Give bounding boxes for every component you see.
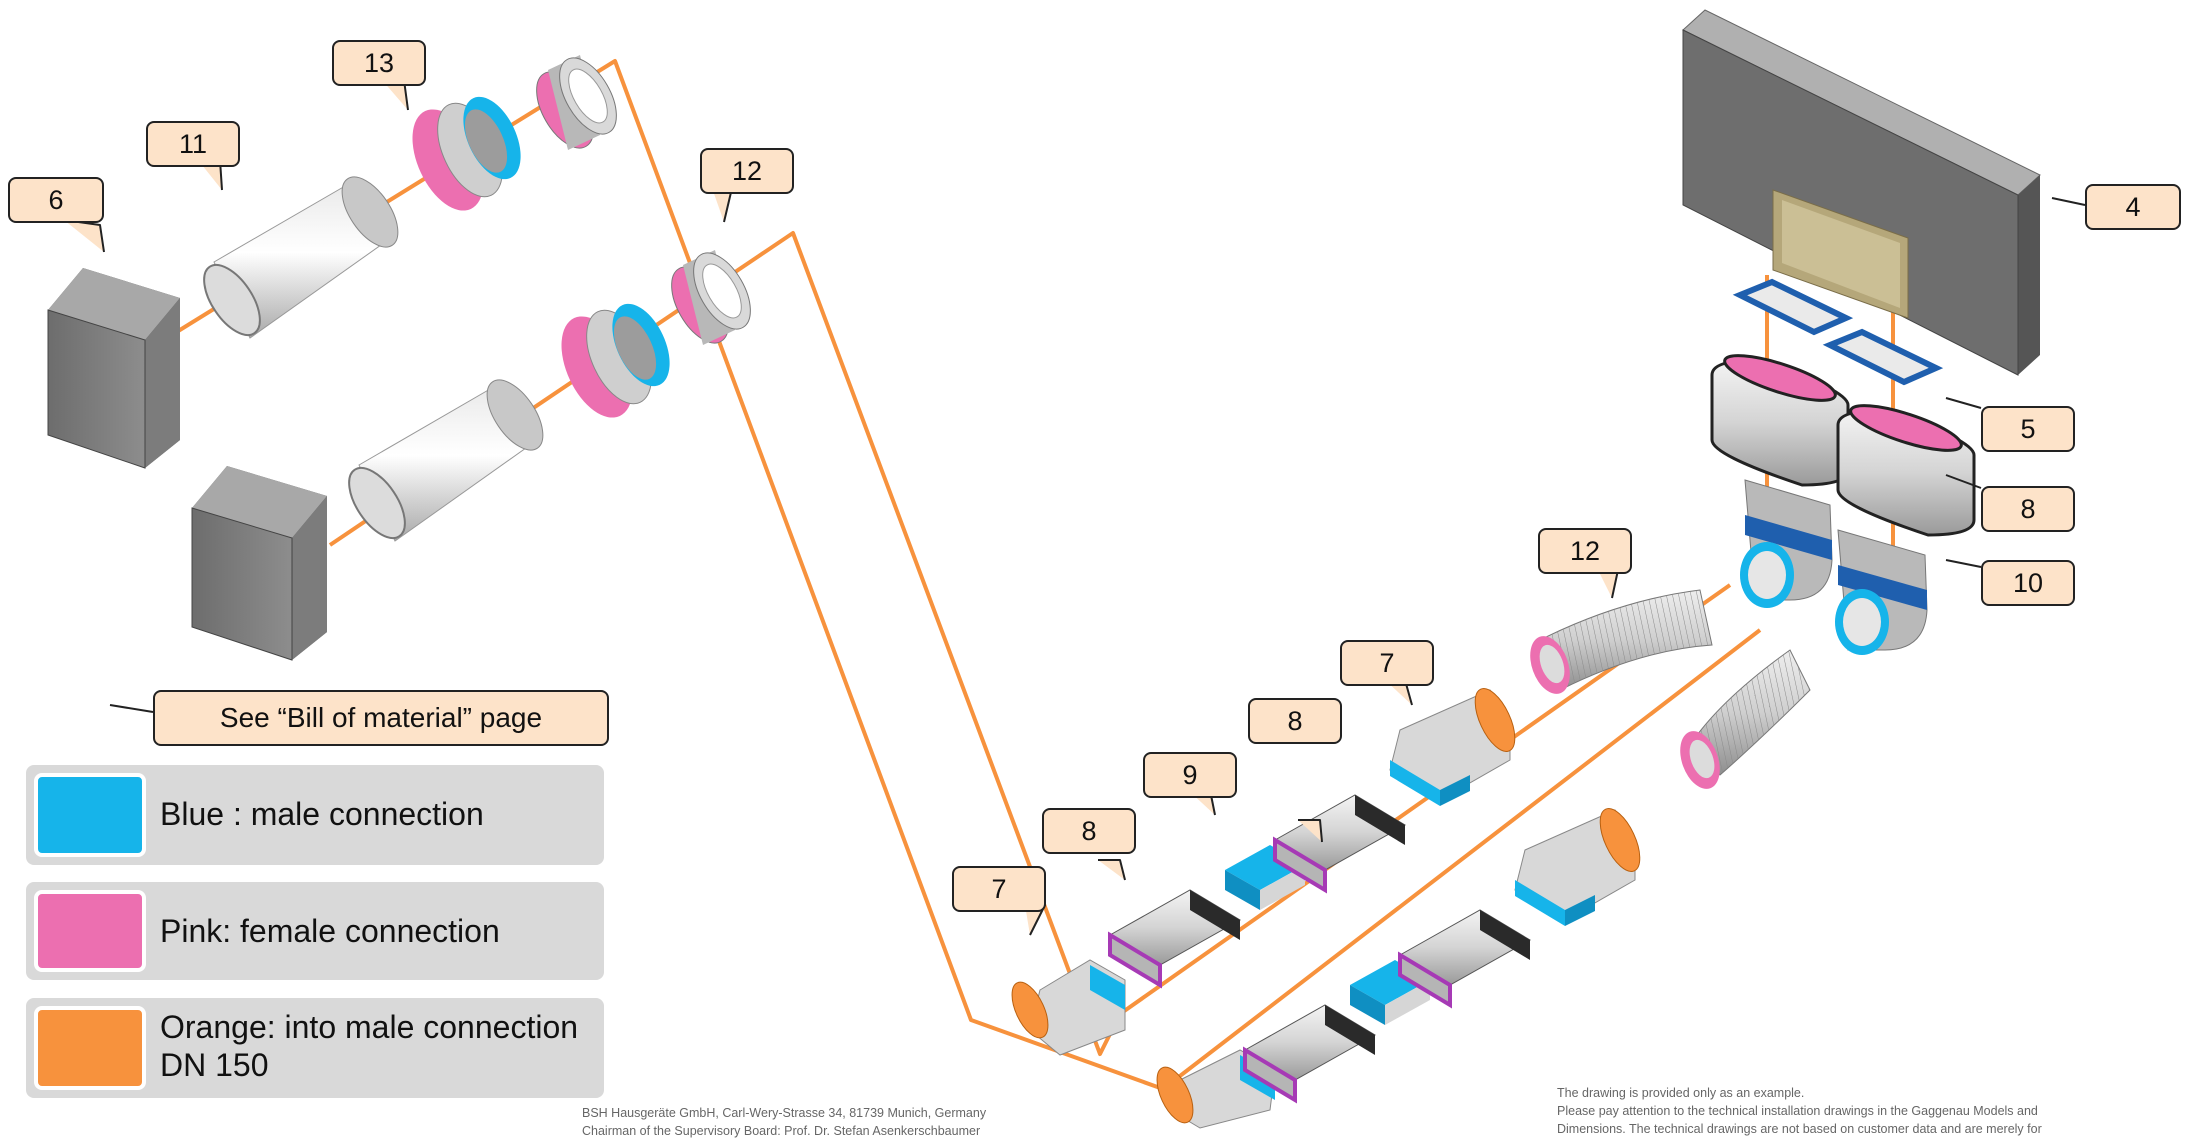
elbow-left xyxy=(1740,479,1833,608)
wall-box-lower xyxy=(191,466,327,661)
callout-6: 6 xyxy=(8,177,104,223)
flat-adapter-frames xyxy=(1732,278,1944,386)
orange-swatch xyxy=(34,1006,146,1090)
connector-ring-upper xyxy=(536,55,617,150)
flat-duct-a xyxy=(1108,889,1241,989)
male-swatch xyxy=(34,773,146,857)
female-swatch xyxy=(34,890,146,972)
callout-9: 9 xyxy=(1143,752,1237,798)
callout-8-lower: 8 xyxy=(1042,808,1136,854)
flat-duct-d xyxy=(1398,909,1531,1009)
flexible-duct-lower xyxy=(1680,649,1811,789)
legend-orange-label-2: DN 150 xyxy=(160,1047,269,1083)
flat-duct-b xyxy=(1273,794,1406,894)
footer-company-line-2: Chairman of the Supervisory Board: Prof.… xyxy=(582,1124,981,1138)
non-return-valve-upper xyxy=(412,96,521,211)
flexible-duct-upper xyxy=(1530,589,1713,694)
non-return-valve-lower xyxy=(561,303,670,418)
legend-male-label: Blue : male connection xyxy=(160,796,484,832)
elbow-right xyxy=(1835,529,1928,655)
footer-disclaimer-line-2: Please pay attention to the technical in… xyxy=(1557,1104,2038,1118)
callout-11: 11 xyxy=(146,121,240,167)
transition-piece-left-upper xyxy=(1011,959,1126,1056)
legend-orange: Orange: into male connection DN 150 xyxy=(26,998,604,1098)
legend-male: Blue : male connection xyxy=(26,765,604,865)
round-pipe-upper xyxy=(203,176,399,339)
callout-12-upper: 12 xyxy=(700,148,794,194)
footer-disclaimer-line-1: The drawing is provided only as an examp… xyxy=(1557,1086,1805,1100)
round-pipe-lower xyxy=(348,379,544,542)
connector-ring-lower xyxy=(671,250,751,345)
bill-of-material-note: See “Bill of material” page xyxy=(153,690,609,746)
footer-company-line-1: BSH Hausgeräte GmbH, Carl-Wery-Strasse 3… xyxy=(582,1106,987,1120)
footer-disclaimer-line-3: Dimensions. The technical drawings are n… xyxy=(1557,1122,2042,1136)
vertical-duct-right xyxy=(1836,404,1976,537)
legend-female-label: Pink: female connection xyxy=(160,913,500,949)
vertical-duct-left xyxy=(1710,354,1850,487)
callout-7-upper: 7 xyxy=(1340,640,1434,686)
transition-piece-lower xyxy=(1514,808,1641,926)
transition-piece-upper xyxy=(1389,688,1516,806)
callout-12-flex: 12 xyxy=(1538,528,1632,574)
legend-female: Pink: female connection xyxy=(26,882,604,980)
legend-orange-label: Orange: into male connection xyxy=(160,1009,579,1045)
callout-10: 10 xyxy=(1981,560,2075,606)
downdraft-extractor-unit xyxy=(1682,9,2041,376)
callout-5: 5 xyxy=(1981,406,2075,452)
callout-8-vertical: 8 xyxy=(1981,486,2075,532)
wall-box-upper xyxy=(47,268,180,469)
callout-4: 4 xyxy=(2085,184,2181,230)
callout-7-lower: 7 xyxy=(952,866,1046,912)
flat-duct-c xyxy=(1243,1004,1376,1104)
callout-13: 13 xyxy=(332,40,426,86)
callout-8-upper: 8 xyxy=(1248,698,1342,744)
